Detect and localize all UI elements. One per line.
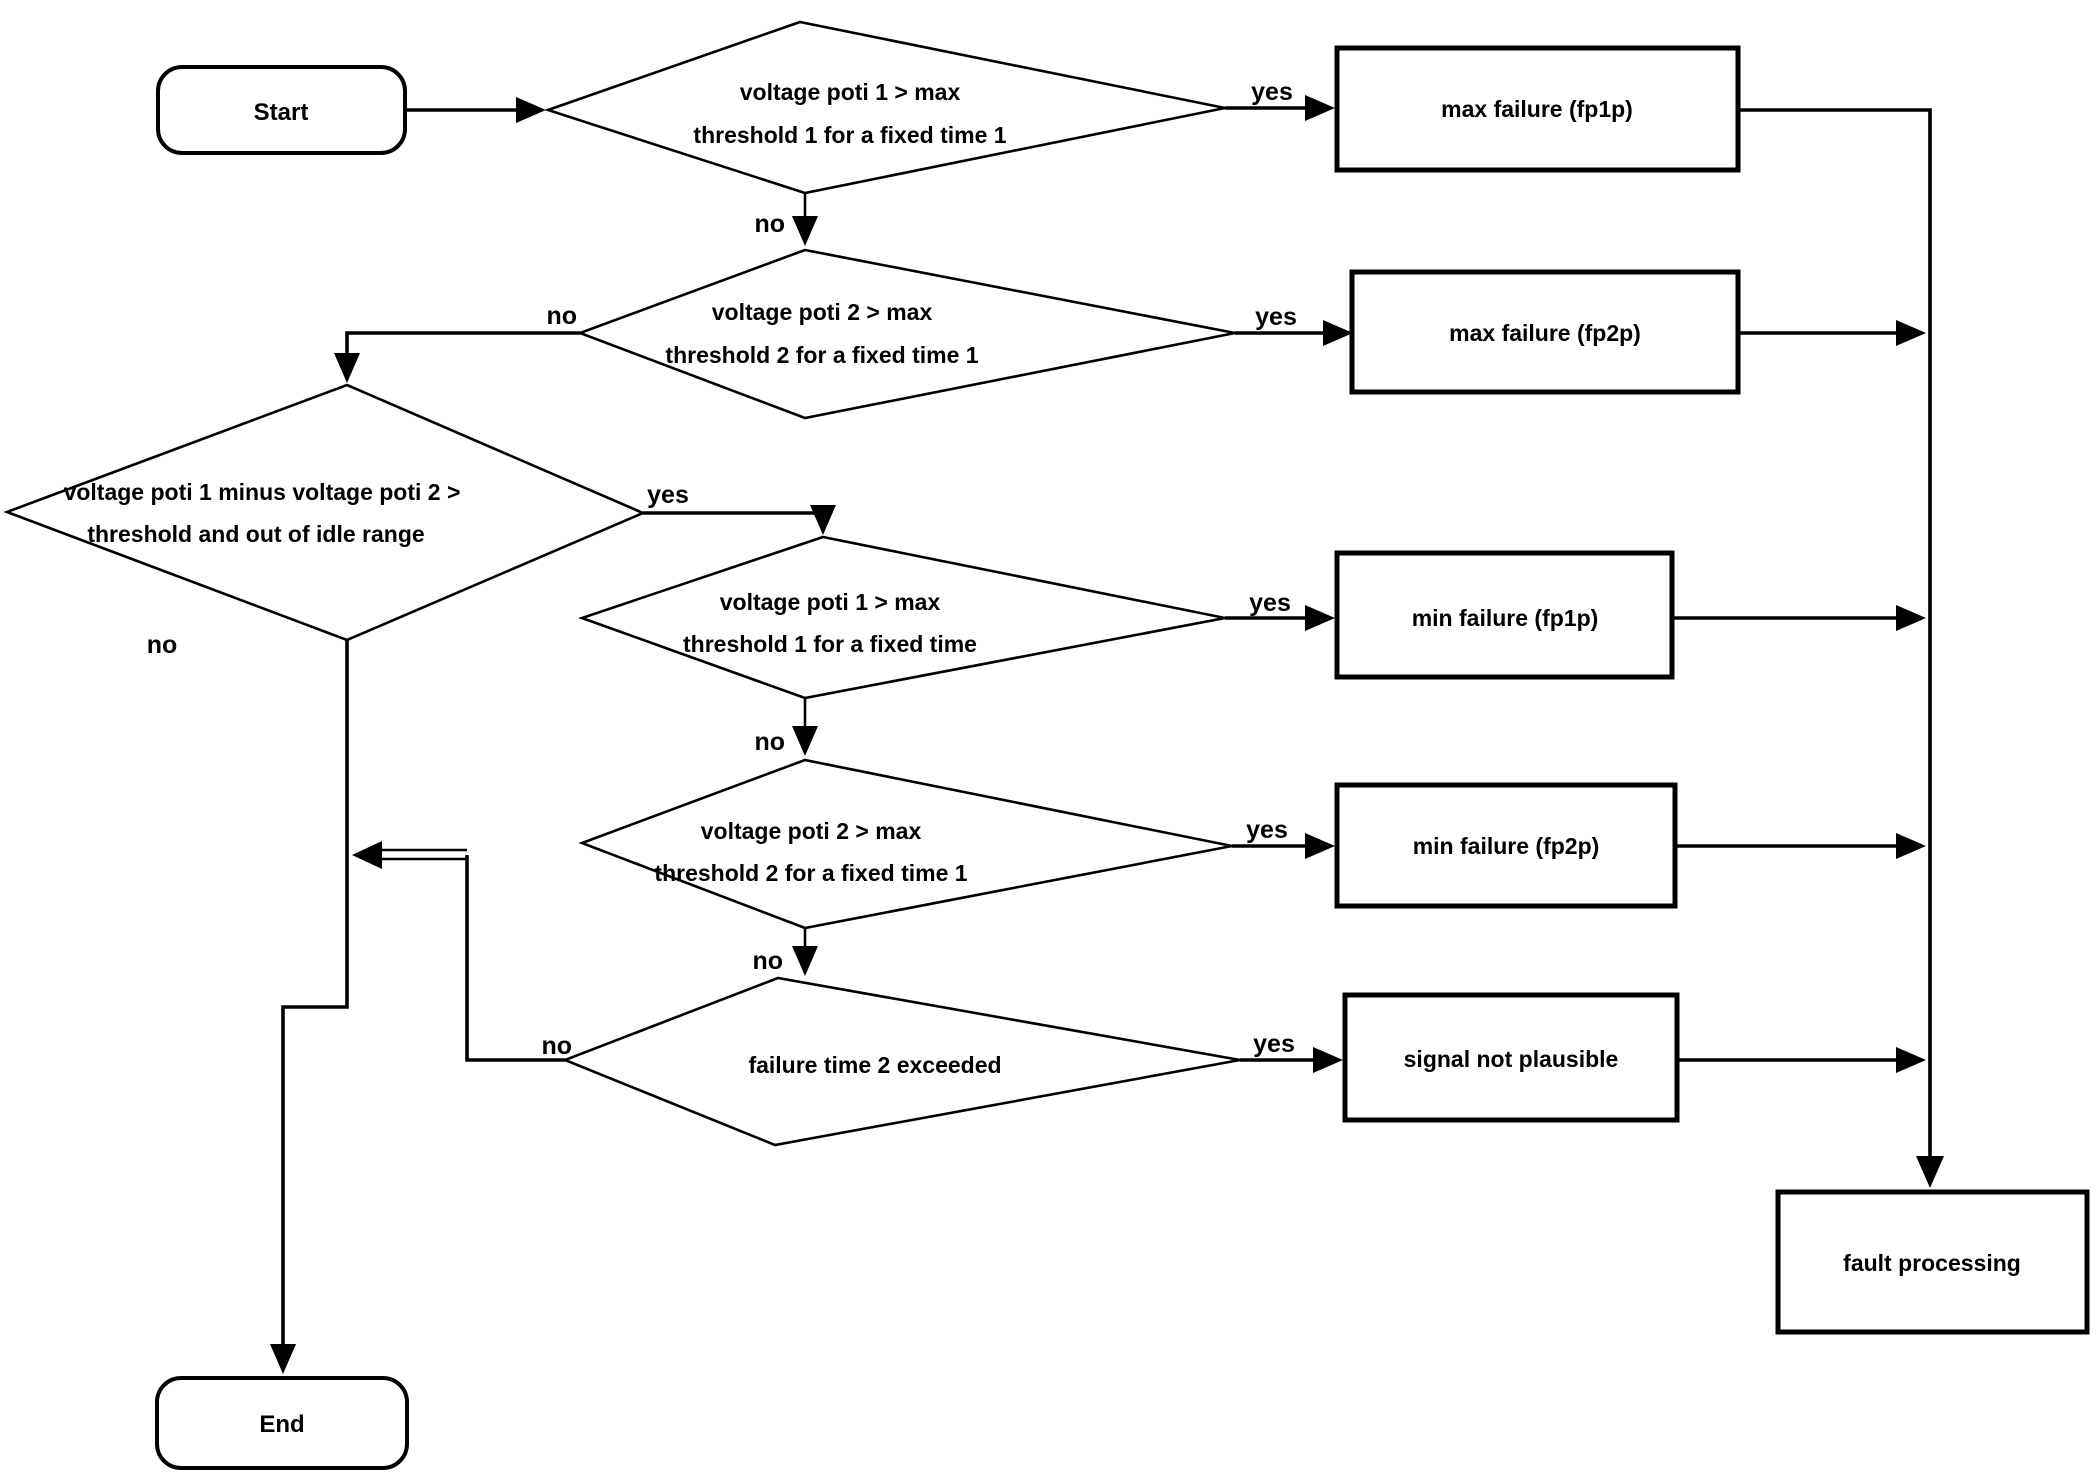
- process-fault-processing-label: fault processing: [1843, 1250, 2021, 1276]
- label-d3-no: no: [754, 728, 785, 756]
- label-d3-yes: yes: [1249, 589, 1291, 617]
- decision-poti2-max-time1-a-shape: [576, 248, 1236, 420]
- arrow-d3-to-d4: [792, 726, 818, 756]
- process-min-failure-fp1p-label: min failure (fp1p): [1412, 605, 1599, 631]
- process-max-failure-fp1p-shape: [1334, 45, 1741, 173]
- process-signal-not-plausible: signal not plausible: [1342, 992, 1680, 1123]
- end-terminator-shape: [155, 1376, 409, 1470]
- edge-d2-no: [345, 331, 580, 356]
- label-d2-yes: yes: [1255, 303, 1297, 331]
- arrow-box3-trunk: [1896, 605, 1926, 631]
- branch-labels: yes no no yes yes no yes no yes no no ye…: [147, 78, 1297, 1060]
- node-end: End: [155, 1376, 409, 1470]
- arrow-box5-trunk: [1896, 1047, 1926, 1073]
- label-d4-yes: yes: [1246, 816, 1288, 844]
- arrow-into-d3: [810, 505, 836, 535]
- decision-poti-difference: voltage poti 1 minus voltage poti 2 > th…: [3, 383, 647, 642]
- edge-dleft-no-to-end: [281, 640, 349, 1346]
- process-fault-processing-shape: [1775, 1189, 2090, 1335]
- process-min-failure-fp2p-shape: [1334, 782, 1678, 909]
- arrow-into-box2: [1323, 320, 1353, 346]
- label-dleft-no: no: [147, 631, 178, 659]
- decision-poti1-max-time1-shape: [543, 20, 1226, 195]
- arrow-box2-trunk: [1896, 320, 1926, 346]
- decision-poti2-max-time1-a-line2: threshold 2 for a fixed time 1: [665, 342, 978, 368]
- decision-poti2-max-time1-b-shape: [578, 758, 1233, 930]
- arrow-into-box5: [1313, 1047, 1343, 1073]
- label-d1-yes: yes: [1251, 78, 1293, 106]
- decision-poti1-max-time-shape: [578, 535, 1226, 700]
- node-start: Start: [156, 65, 407, 155]
- decision-poti1-max-time1: voltage poti 1 > max threshold 1 for a f…: [543, 20, 1226, 195]
- decision-poti1-max-time1-line2: threshold 1 for a fixed time 1: [693, 122, 1006, 148]
- arrow-into-box1: [1305, 95, 1335, 121]
- edge-d5-no: [465, 855, 565, 1062]
- arrow-trunk-to-fault: [1916, 1156, 1944, 1188]
- decision-failure-time2: failure time 2 exceeded: [561, 976, 1241, 1147]
- decision-poti1-max-time-line2: threshold 1 for a fixed time: [683, 631, 977, 657]
- decision-poti-difference-shape: [3, 383, 647, 642]
- process-max-failure-fp2p-label: max failure (fp2p): [1449, 320, 1641, 346]
- arrow-into-dleft: [334, 353, 360, 383]
- connectors: [281, 106, 1932, 1346]
- process-max-failure-fp2p: max failure (fp2p): [1349, 269, 1741, 395]
- decision-poti-difference-line1: voltage poti 1 minus voltage poti 2 >: [64, 479, 461, 505]
- arrow-into-box4: [1305, 833, 1335, 859]
- process-max-failure-fp2p-shape: [1349, 269, 1741, 395]
- process-max-failure-fp1p: max failure (fp1p): [1334, 45, 1741, 173]
- arrow-d4-to-d5: [792, 946, 818, 976]
- start-terminator-shape: [156, 65, 407, 155]
- edge-dleft-yes: [643, 511, 825, 518]
- process-max-failure-fp1p-label: max failure (fp1p): [1441, 96, 1633, 122]
- decision-poti2-max-time1-a: voltage poti 2 > max threshold 2 for a f…: [576, 248, 1236, 420]
- process-min-failure-fp2p: min failure (fp2p): [1334, 782, 1678, 909]
- label-d5-no: no: [541, 1032, 572, 1060]
- decision-poti2-max-time1-b-line2: threshold 2 for a fixed time 1: [654, 860, 967, 886]
- process-signal-not-plausible-label: signal not plausible: [1404, 1046, 1619, 1072]
- decision-poti1-max-time1-line1: voltage poti 1 > max: [740, 79, 961, 105]
- arrow-d5-no-merge: [352, 841, 382, 869]
- arrow-d1-to-d2: [792, 216, 818, 246]
- decision-poti-difference-line2: threshold and out of idle range: [87, 521, 424, 547]
- process-fault-processing: fault processing: [1775, 1189, 2090, 1335]
- arrow-into-end: [270, 1344, 296, 1374]
- decision-poti2-max-time1-b: voltage poti 2 > max threshold 2 for a f…: [578, 758, 1233, 930]
- decision-poti2-max-time1-b-line1: voltage poti 2 > max: [701, 818, 922, 844]
- decision-failure-time2-label: failure time 2 exceeded: [748, 1052, 1001, 1078]
- label-d5-yes: yes: [1253, 1030, 1295, 1058]
- label-d4-no: no: [752, 947, 783, 975]
- label-d1-no: no: [754, 210, 785, 238]
- arrow-into-box3: [1305, 605, 1335, 631]
- decision-poti1-max-time-line1: voltage poti 1 > max: [720, 589, 941, 615]
- process-min-failure-fp2p-label: min failure (fp2p): [1413, 833, 1600, 859]
- arrow-box4-trunk: [1896, 833, 1926, 859]
- end-label: End: [259, 1411, 304, 1438]
- edge-trunk: [1738, 108, 1932, 1160]
- decision-failure-time2-shape: [561, 976, 1241, 1147]
- process-min-failure-fp1p: min failure (fp1p): [1334, 550, 1675, 680]
- arrow-into-d1: [516, 97, 546, 123]
- label-d2-no: no: [546, 302, 577, 330]
- process-signal-not-plausible-shape: [1342, 992, 1680, 1123]
- label-dleft-yes: yes: [647, 481, 689, 509]
- decision-poti1-max-time: voltage poti 1 > max threshold 1 for a f…: [578, 535, 1226, 700]
- decision-poti2-max-time1-a-line1: voltage poti 2 > max: [712, 299, 933, 325]
- process-min-failure-fp1p-shape: [1334, 550, 1675, 680]
- start-label: Start: [254, 99, 309, 126]
- arrowheads: [270, 95, 1944, 1374]
